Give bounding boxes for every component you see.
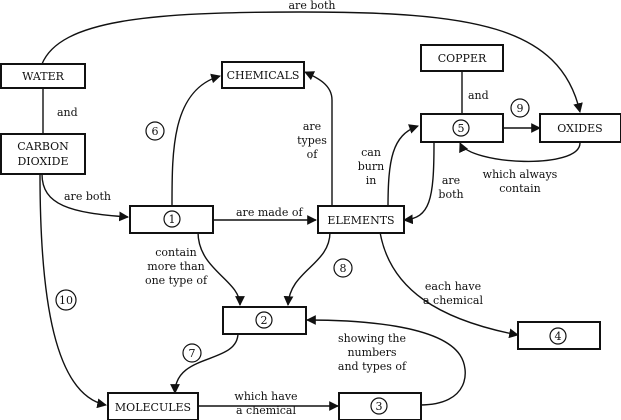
svg-text:6: 6	[152, 125, 159, 138]
svg-text:8: 8	[340, 262, 347, 275]
label-blank3-blank2-2: numbers	[347, 346, 396, 359]
svg-text:10: 10	[59, 294, 73, 307]
node-blank-2: 2	[222, 306, 307, 335]
node-elements: ELEMENTS	[317, 205, 405, 234]
label-blank1-elements: are made of	[236, 206, 303, 219]
label-blank3-blank2-3: and types of	[338, 360, 407, 373]
label-blank5-elements-1: are	[442, 174, 460, 187]
edges	[39, 11, 583, 411]
node-water-label: WATER	[22, 70, 64, 83]
node-blank-5: 5	[420, 113, 504, 143]
node-carbon-dioxide: CARBON DIOXIDE	[0, 133, 86, 175]
label-elements-blank4-2: a chemical	[423, 294, 483, 307]
node-copper-label: COPPER	[438, 52, 487, 65]
edge-elements-chemicals	[304, 71, 333, 208]
label-elements-chemicals-3: of	[307, 148, 319, 161]
label-blank1-blank2-2: more than	[147, 260, 204, 273]
edge-blank3-blank2	[306, 315, 466, 406]
edge-oxides-blank5	[459, 142, 581, 163]
label-elements-chemicals-1: are	[303, 120, 321, 133]
label-molecules-blank3-1: which have	[234, 390, 297, 403]
label-blank5-elements-2: both	[438, 188, 463, 201]
label-oxides-blank5-2: contain	[499, 182, 540, 195]
edge-water-oxides	[41, 11, 583, 113]
label-elements-blank5-3: in	[366, 174, 377, 187]
label-blank1-blank2-1: contain	[155, 246, 196, 259]
node-carbon-dioxide-label-1: CARBON	[17, 140, 69, 153]
marker-6: 6	[145, 121, 165, 141]
node-blank-4: 4	[517, 321, 601, 350]
node-water: WATER	[0, 63, 86, 89]
label-elements-blank5-2: burn	[358, 160, 384, 173]
label-elements-blank5-1: can	[361, 146, 381, 159]
label-oxides-blank5-1: which always	[483, 168, 558, 181]
edge-elements-blank5	[387, 124, 419, 209]
node-chemicals-label: CHEMICALS	[227, 69, 300, 82]
node-blank-1: 1	[129, 205, 214, 234]
label-blank3-blank2-1: showing the	[338, 332, 406, 345]
node-elements-label: ELEMENTS	[327, 214, 394, 227]
node-blank-4-number: 4	[555, 330, 562, 343]
svg-text:7: 7	[189, 347, 196, 360]
label-water-oxides: are both	[289, 0, 336, 12]
node-blank-5-number: 5	[458, 122, 465, 135]
node-molecules-label: MOLECULES	[115, 401, 191, 414]
label-copper-blank5: and	[468, 89, 489, 102]
node-carbon-dioxide-label-2: DIOXIDE	[17, 155, 68, 168]
nodes: WATER CARBON DIOXIDE CHEMICALS COPPER 5 …	[0, 44, 621, 420]
node-blank-1-number: 1	[169, 213, 176, 226]
edge-blank2-molecules	[170, 332, 239, 394]
label-elements-blank4-1: each have	[425, 280, 481, 293]
edge-co2-blank1	[41, 173, 129, 222]
marker-10: 10	[55, 289, 77, 311]
edge-blank1-chemicals	[171, 73, 221, 206]
edge-blank1-blank2	[197, 231, 245, 306]
node-chemicals: CHEMICALS	[221, 61, 305, 89]
node-oxides: OXIDES	[539, 113, 621, 143]
link-markers: 6 7 8 9 10	[55, 98, 530, 363]
marker-9: 9	[510, 98, 530, 118]
edge-elements-blank4	[379, 231, 519, 339]
node-oxides-label: OXIDES	[557, 122, 602, 135]
label-molecules-blank3-2: a chemical	[236, 404, 296, 417]
edge-blank5-elements	[403, 142, 435, 225]
edge-co2-molecules	[39, 173, 107, 409]
marker-8: 8	[333, 258, 353, 278]
edge-elements-blank2	[283, 231, 331, 306]
label-blank1-blank2-3: one type of	[145, 274, 208, 287]
node-copper: COPPER	[420, 44, 504, 72]
node-molecules: MOLECULES	[107, 392, 199, 420]
node-blank-2-number: 2	[261, 314, 268, 327]
node-blank-3: 3	[338, 392, 422, 420]
svg-text:9: 9	[517, 102, 524, 115]
link-labels: are both and are both are made of are ty…	[57, 0, 558, 417]
node-blank-3-number: 3	[376, 400, 383, 413]
label-water-co2: and	[57, 106, 78, 119]
label-co2-blank1: are both	[64, 190, 111, 203]
marker-7: 7	[182, 343, 202, 363]
label-elements-chemicals-2: types	[297, 134, 327, 147]
